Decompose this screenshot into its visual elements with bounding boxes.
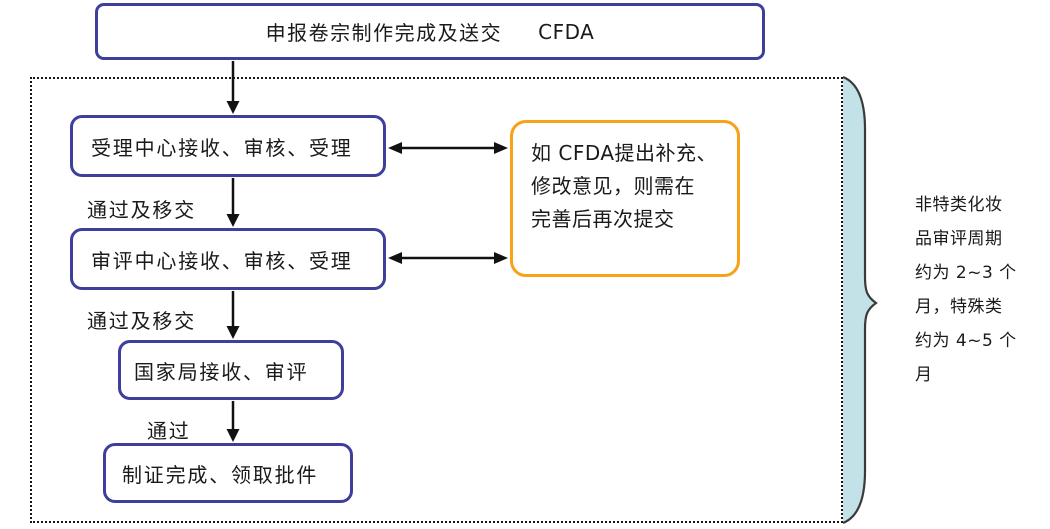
- header-box-label: 申报卷宗制作完成及送交: [265, 21, 503, 45]
- annotation-line: 品审评周期: [915, 229, 1003, 249]
- annotation-line: 非特类化妆: [915, 195, 1003, 215]
- step-label: 国家局接收、审评: [134, 359, 309, 384]
- edge-label-pass-transfer-1: 通过及移交: [87, 198, 196, 222]
- annotation-line: 月: [915, 365, 933, 385]
- step-label: 受理中心接收、审核、受理: [91, 135, 353, 160]
- step-certificate: 制证完成、领取批件: [103, 443, 353, 503]
- annotation-line: 约为 2~3 个: [915, 263, 1017, 283]
- note-line: 修改意见，则需在: [531, 174, 695, 198]
- step-review-center: 审评中心接收、审核、受理: [70, 228, 386, 290]
- step-acceptance-center: 受理中心接收、审核、受理: [70, 115, 386, 177]
- edge-label-pass-transfer-2: 通过及移交: [87, 309, 196, 333]
- annotation-line: 月，特殊类: [915, 297, 1003, 317]
- process-dotted-frame: [30, 77, 843, 523]
- cfda-supplement-note: 如 CFDA提出补充、 修改意见，则需在 完善后再次提交: [510, 120, 740, 277]
- brace-right-icon: [842, 75, 878, 525]
- header-box-org: CFDA: [538, 19, 595, 44]
- note-line: 完善后再次提交: [531, 207, 675, 231]
- step-national-bureau: 国家局接收、审评: [118, 340, 344, 400]
- edge-label-pass: 通过: [147, 419, 191, 443]
- header-box: 申报卷宗制作完成及送交 CFDA: [95, 3, 765, 60]
- step-label: 制证完成、领取批件: [122, 462, 319, 487]
- annotation-line: 约为 4~5 个: [915, 331, 1017, 351]
- note-line: 如 CFDA提出补充、: [531, 141, 718, 165]
- review-period-annotation: 非特类化妆 品审评周期 约为 2~3 个 月，特殊类 约为 4~5 个 月: [915, 188, 1050, 392]
- step-label: 审评中心接收、审核、受理: [91, 248, 353, 273]
